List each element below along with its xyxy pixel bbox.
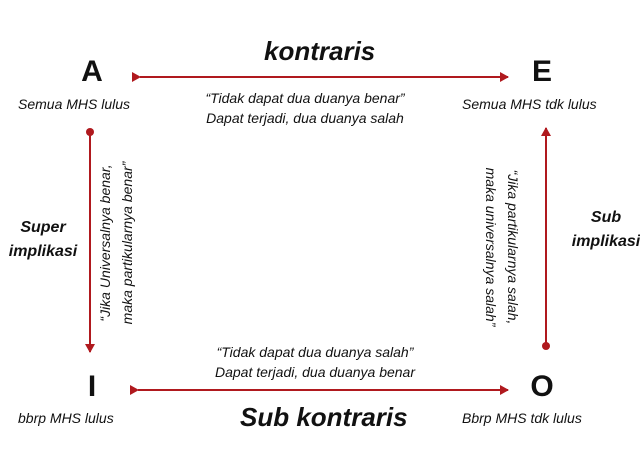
left-relation-label: Super implikasi [0,216,88,264]
corner-i-caption: bbrp MHS lulus [18,410,114,426]
right-relation-rule: “Jika partikularnya salah, maka universa… [480,137,524,357]
bottom-relation-line-2: Dapat terjadi, dua duanya benar [214,364,416,380]
right-relation-label-1: Sub [590,209,622,226]
left-relation-rule-line-1: “Jika Universalnya benar, [97,164,113,322]
left-relation-label-1: Super [20,219,66,236]
bottom-relation-line-1: “Tidak dapat dua duanya salah” [216,344,414,360]
left-relation-label-2: implikasi [8,243,78,260]
left-relation-rule-line-2: maka partikularnya benar” [119,161,135,325]
bottom-relation-title: Sub kontraris [240,402,408,432]
right-relation-label: Sub implikasi [561,206,640,254]
top-relation-title: kontraris [264,36,376,66]
corner-a-caption: Semua MHS lulus [18,96,131,112]
corner-o-caption: Bbrp MHS tdk lulus [462,410,582,426]
right-relation-label-2: implikasi [571,233,640,250]
corner-i-letter: I [87,370,97,403]
right-relation-rule-line-2: maka universalnya salah” [483,167,499,327]
top-relation-line-1: “Tidak dapat dua duanya benar” [205,90,405,106]
corner-o-letter: O [530,370,554,403]
top-relation-line-2: Dapat terjadi, dua duanya salah [206,110,404,126]
corner-a-letter: A [81,55,103,88]
bottom-relation-note: “Tidak dapat dua duanya salah” Dapat ter… [165,342,465,382]
right-relation-rule-line-1: “Jika partikularnya salah, [505,169,521,325]
top-relation-note: “Tidak dapat dua duanya benar” Dapat ter… [155,88,455,128]
corner-e-caption: Semua MHS tdk lulus [462,96,597,112]
corner-e-letter: E [531,55,552,88]
left-relation-rule: “Jika Universalnya benar, maka partikula… [94,133,138,353]
